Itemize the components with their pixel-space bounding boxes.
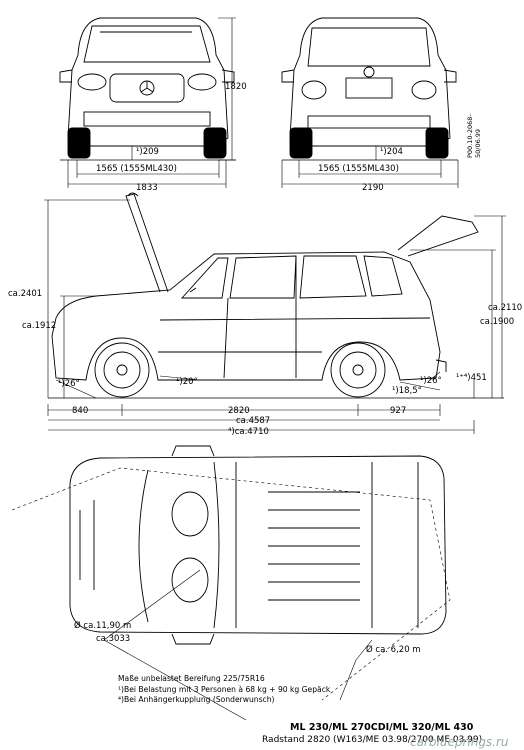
- top-view-dimensions: [11, 467, 451, 721]
- turning-circle-3-label: Ø ca. 6,20 m: [366, 644, 421, 655]
- rear-view-car: [281, 17, 458, 161]
- turning-circle-2-label: ca.3033: [96, 634, 130, 644]
- open-height-front-label: ca.2401: [8, 289, 42, 299]
- notes: Maße unbelastet Bereifung 225/75R16 ¹)Be…: [118, 674, 330, 706]
- model-subtitle: Radstand 2820 (W163/ME 03.98/2700 ME 03.…: [262, 735, 483, 745]
- departure-angle-1-label: ¹)18,5°: [392, 386, 422, 396]
- height-rear-label: ca.1900: [480, 317, 514, 327]
- wheelbase-label: 2820: [228, 406, 250, 416]
- note-hitch: ⁴)Bei Anhängerkupplung (Sonderwunsch): [118, 695, 275, 704]
- hitch-height-label: ¹⁺⁴)451: [456, 373, 487, 383]
- rear-view-dimensions: [281, 146, 459, 188]
- note-load: ¹)Bei Belastung mit 3 Personen à 68 kg +…: [118, 684, 331, 694]
- model-title: ML 230/ML 270CDI/ML 320/ML 430: [290, 722, 474, 733]
- drawing-code: P00.10-2068-50/06.99: [466, 114, 482, 158]
- length-hitch-label: ⁴)ca.4710: [228, 427, 269, 437]
- length-label: ca.4587: [236, 416, 270, 426]
- turning-circle-1-label: Ø ca.11,90 m: [74, 620, 131, 631]
- side-view-car: [51, 192, 479, 398]
- ramp-angle-label: ¹)20°: [176, 377, 198, 387]
- note-tyres: Maße unbelastet Bereifung 225/75R16: [118, 674, 265, 683]
- side-view-dimensions: [44, 199, 506, 434]
- front-overhang-label: 840: [72, 406, 88, 416]
- rear-track-label: 1565 (1555ML430): [318, 164, 399, 174]
- rear-overhang-label: 927: [390, 406, 406, 416]
- front-width-label: 1833: [136, 183, 158, 193]
- height-front-label: ca.1912: [22, 321, 56, 331]
- front-view-car: [59, 17, 236, 161]
- watermark: carblueprings.ru: [410, 735, 509, 749]
- front-height-label: 1820: [225, 82, 247, 92]
- front-view-dimensions: [67, 17, 236, 188]
- front-clearance-label: ¹)209: [136, 147, 159, 157]
- top-view-car: [69, 445, 447, 645]
- front-track-label: 1565 (1555ML430): [96, 164, 177, 174]
- open-height-rear-label: ca.2110: [488, 303, 522, 313]
- approach-angle-label: ¹)26°: [58, 379, 80, 389]
- rear-clearance-label: ¹)204: [380, 147, 403, 157]
- departure-angle-2-label: ¹)26°: [420, 376, 442, 386]
- rear-width-label: 2190: [362, 183, 384, 193]
